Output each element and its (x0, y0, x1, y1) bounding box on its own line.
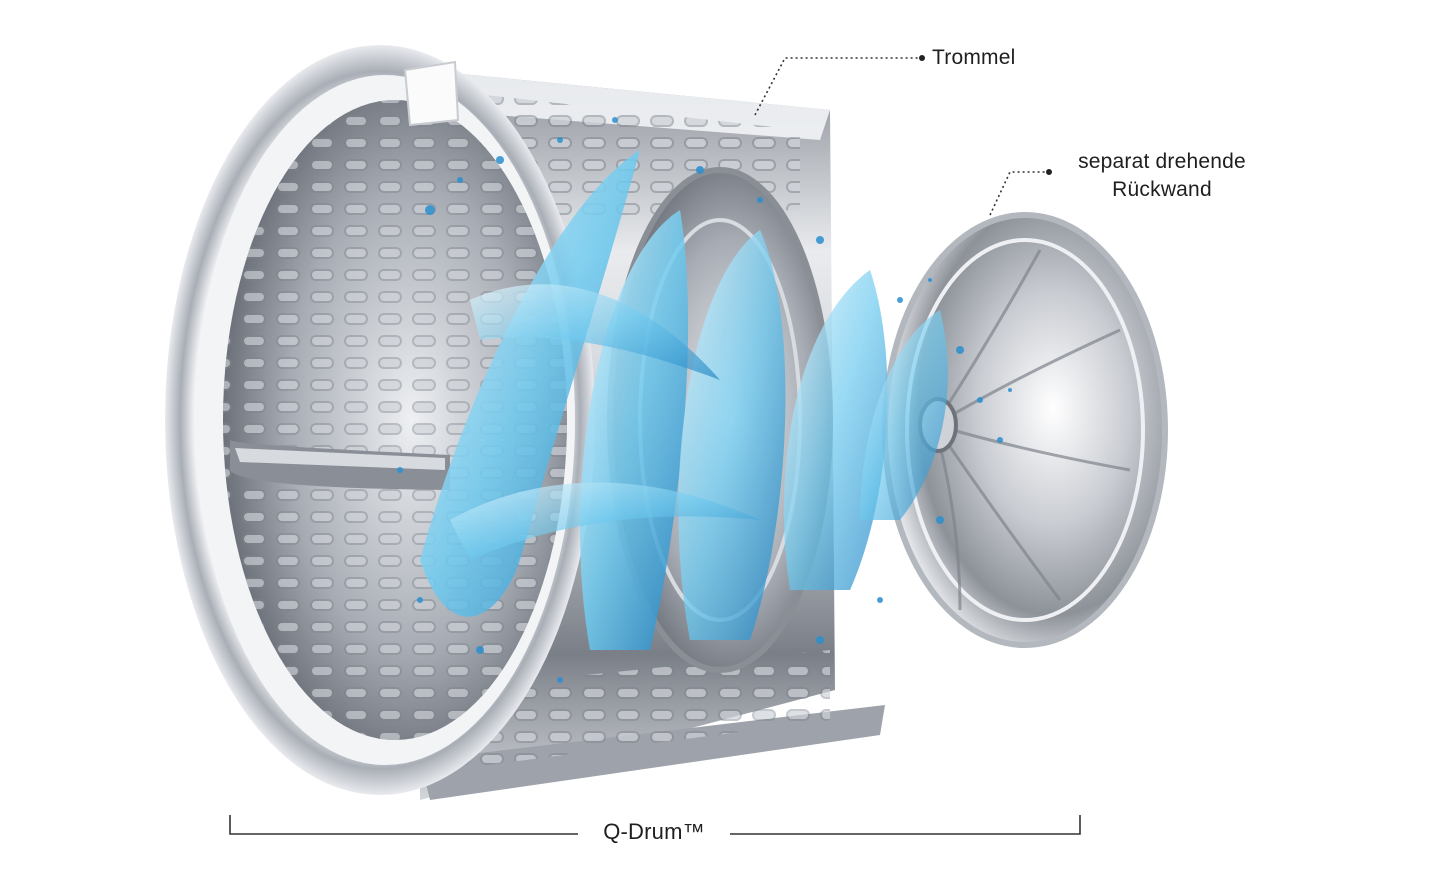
label-rueckwand-line2: Rückwand (1112, 178, 1212, 201)
label-rueckwand: separat drehende Rückwand (1052, 148, 1272, 204)
label-trommel: Trommel (932, 46, 1016, 69)
qdrum-bracket (229, 815, 1081, 835)
water-splash (397, 117, 1012, 683)
leader-lines (754, 57, 1048, 216)
label-rueckwand-line1: separat drehende (1078, 150, 1246, 173)
label-qdrum: Q-Drum™ (584, 818, 724, 846)
